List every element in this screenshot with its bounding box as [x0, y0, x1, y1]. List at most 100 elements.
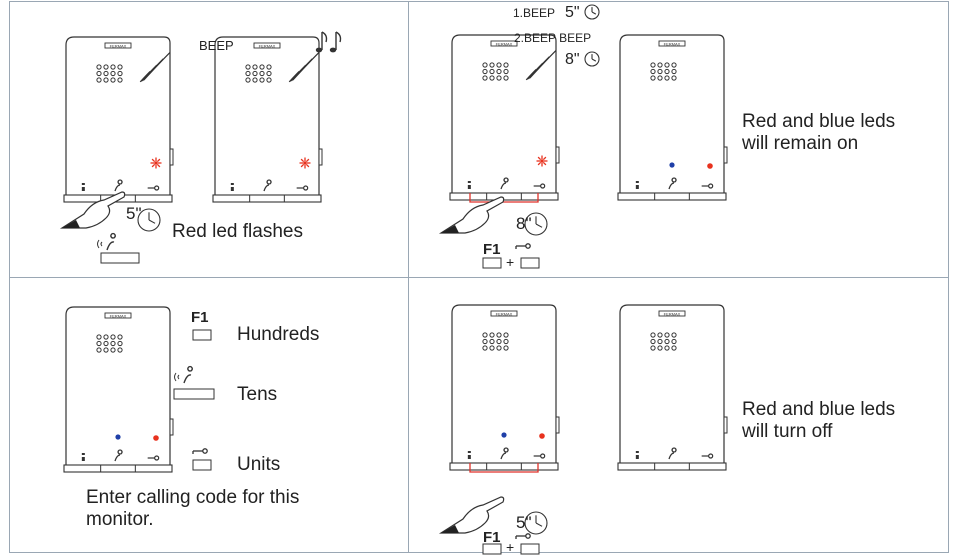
- speaker-hole: [496, 332, 502, 338]
- speaker-hole: [650, 62, 656, 68]
- caption-line-1: Red and blue leds: [742, 111, 896, 132]
- speaker-hole: [489, 62, 495, 68]
- key-head: [540, 183, 546, 189]
- f1-icon-part: [81, 457, 85, 461]
- speaker-hole: [96, 70, 102, 77]
- brand-logo: [490, 310, 518, 317]
- red-led-ray: [156, 163, 161, 168]
- f1-button-icon: [467, 451, 471, 459]
- button-strip: [212, 194, 322, 203]
- f1-icon-part: [635, 451, 639, 453]
- clock-hand: [148, 219, 156, 224]
- brand-logo-text: FERMAX: [664, 311, 681, 316]
- f1-label-3: F1: [191, 309, 209, 326]
- brand-logo: [253, 42, 281, 49]
- red-led-core: [540, 159, 544, 163]
- f1-icon-part: [635, 185, 639, 189]
- monitor-device: FERMAX: [617, 34, 728, 201]
- f1-icon-part: [467, 455, 471, 459]
- timer-clock-press: [524, 212, 548, 236]
- timer-clock-press-4: [524, 511, 548, 535]
- speaker-hole: [117, 64, 123, 70]
- red-led-ray: [156, 158, 161, 163]
- f1-icon-part: [467, 451, 471, 453]
- speaker-hole: [671, 332, 677, 338]
- speaker-hole: [482, 345, 488, 351]
- red-led: [539, 433, 545, 439]
- clock-hand: [591, 58, 597, 62]
- red-led-ray: [537, 161, 542, 166]
- side-knob: [169, 418, 174, 436]
- f1-label-4: F1: [483, 529, 501, 546]
- speaker-hole: [96, 334, 102, 340]
- blue-led: [115, 434, 121, 440]
- side-knob: [318, 148, 323, 166]
- speaker-hole: [671, 75, 677, 81]
- red-led-flashing: [150, 157, 162, 169]
- brand-logo-text: FERMAX: [496, 311, 513, 316]
- call-glyph: [106, 232, 116, 251]
- speaker-hole: [482, 75, 488, 81]
- speaker-hole: [657, 345, 663, 351]
- red-led-ray: [542, 161, 547, 166]
- call-glyph: [183, 365, 193, 384]
- monitor-body: [65, 36, 171, 195]
- call-icon: [97, 232, 116, 251]
- speaker-hole: [496, 62, 502, 68]
- timer-clock-8s: [584, 51, 600, 67]
- brand-logo: [104, 42, 132, 49]
- speaker-hole: [489, 345, 495, 351]
- f1-button-icon: [81, 183, 85, 191]
- speaker-grille: [96, 334, 123, 353]
- sound-waves: [525, 50, 557, 81]
- speaker-hole: [245, 70, 251, 77]
- speaker-hole: [489, 75, 495, 81]
- speaker-hole: [96, 77, 102, 83]
- sound-wave-arc: [143, 52, 171, 81]
- hand-outline: [59, 191, 126, 229]
- speaker-hole: [657, 332, 663, 338]
- door-key-icon: [515, 243, 531, 249]
- beep2-label: 2.BEEP BEEP: [514, 31, 592, 45]
- speaker-hole: [664, 68, 670, 75]
- red-led-ray: [305, 163, 310, 168]
- f1-button-box: [482, 257, 502, 269]
- red-led-flashing: [299, 157, 311, 169]
- key-head: [525, 243, 531, 249]
- speaker-hole: [259, 64, 265, 70]
- key-head: [303, 185, 309, 191]
- speaker-hole: [664, 62, 670, 68]
- side-knob: [555, 416, 560, 434]
- sound-wave-arc: [292, 52, 320, 81]
- brand-logo: [658, 310, 686, 317]
- speaker-hole: [96, 64, 102, 70]
- button-strip: [617, 192, 727, 201]
- note-flag: [321, 31, 328, 43]
- speaker-hole: [252, 70, 258, 77]
- f1-key-box: [192, 329, 212, 341]
- button-strip: [617, 462, 727, 471]
- beep2-time-label: 8": [565, 51, 580, 68]
- call-icon-part: [114, 449, 123, 462]
- speaker-hole: [503, 338, 509, 345]
- call-icon-part: [500, 447, 509, 460]
- speaker-hole: [110, 340, 116, 347]
- speaker-hole: [259, 70, 265, 77]
- call-button-icon: [668, 177, 677, 190]
- plus-sign: +: [506, 254, 515, 270]
- f1-button-box-4: [482, 543, 502, 555]
- caption-line-2: will remain on: [742, 133, 859, 154]
- monitor-device: FERMAX: [449, 34, 560, 201]
- speaker-hole: [671, 68, 677, 75]
- speaker-hole: [650, 332, 656, 338]
- f1-icon-part: [467, 185, 471, 189]
- beep1-time-label: 5": [565, 4, 580, 21]
- speaker-hole: [96, 340, 102, 347]
- call-icon-part: [668, 177, 677, 190]
- timer-clock-icon: [137, 208, 161, 232]
- f1-icon-part: [230, 183, 234, 185]
- speaker-hole: [110, 347, 116, 353]
- red-led: [153, 435, 159, 441]
- note-head: [329, 47, 337, 53]
- key-head: [525, 533, 531, 539]
